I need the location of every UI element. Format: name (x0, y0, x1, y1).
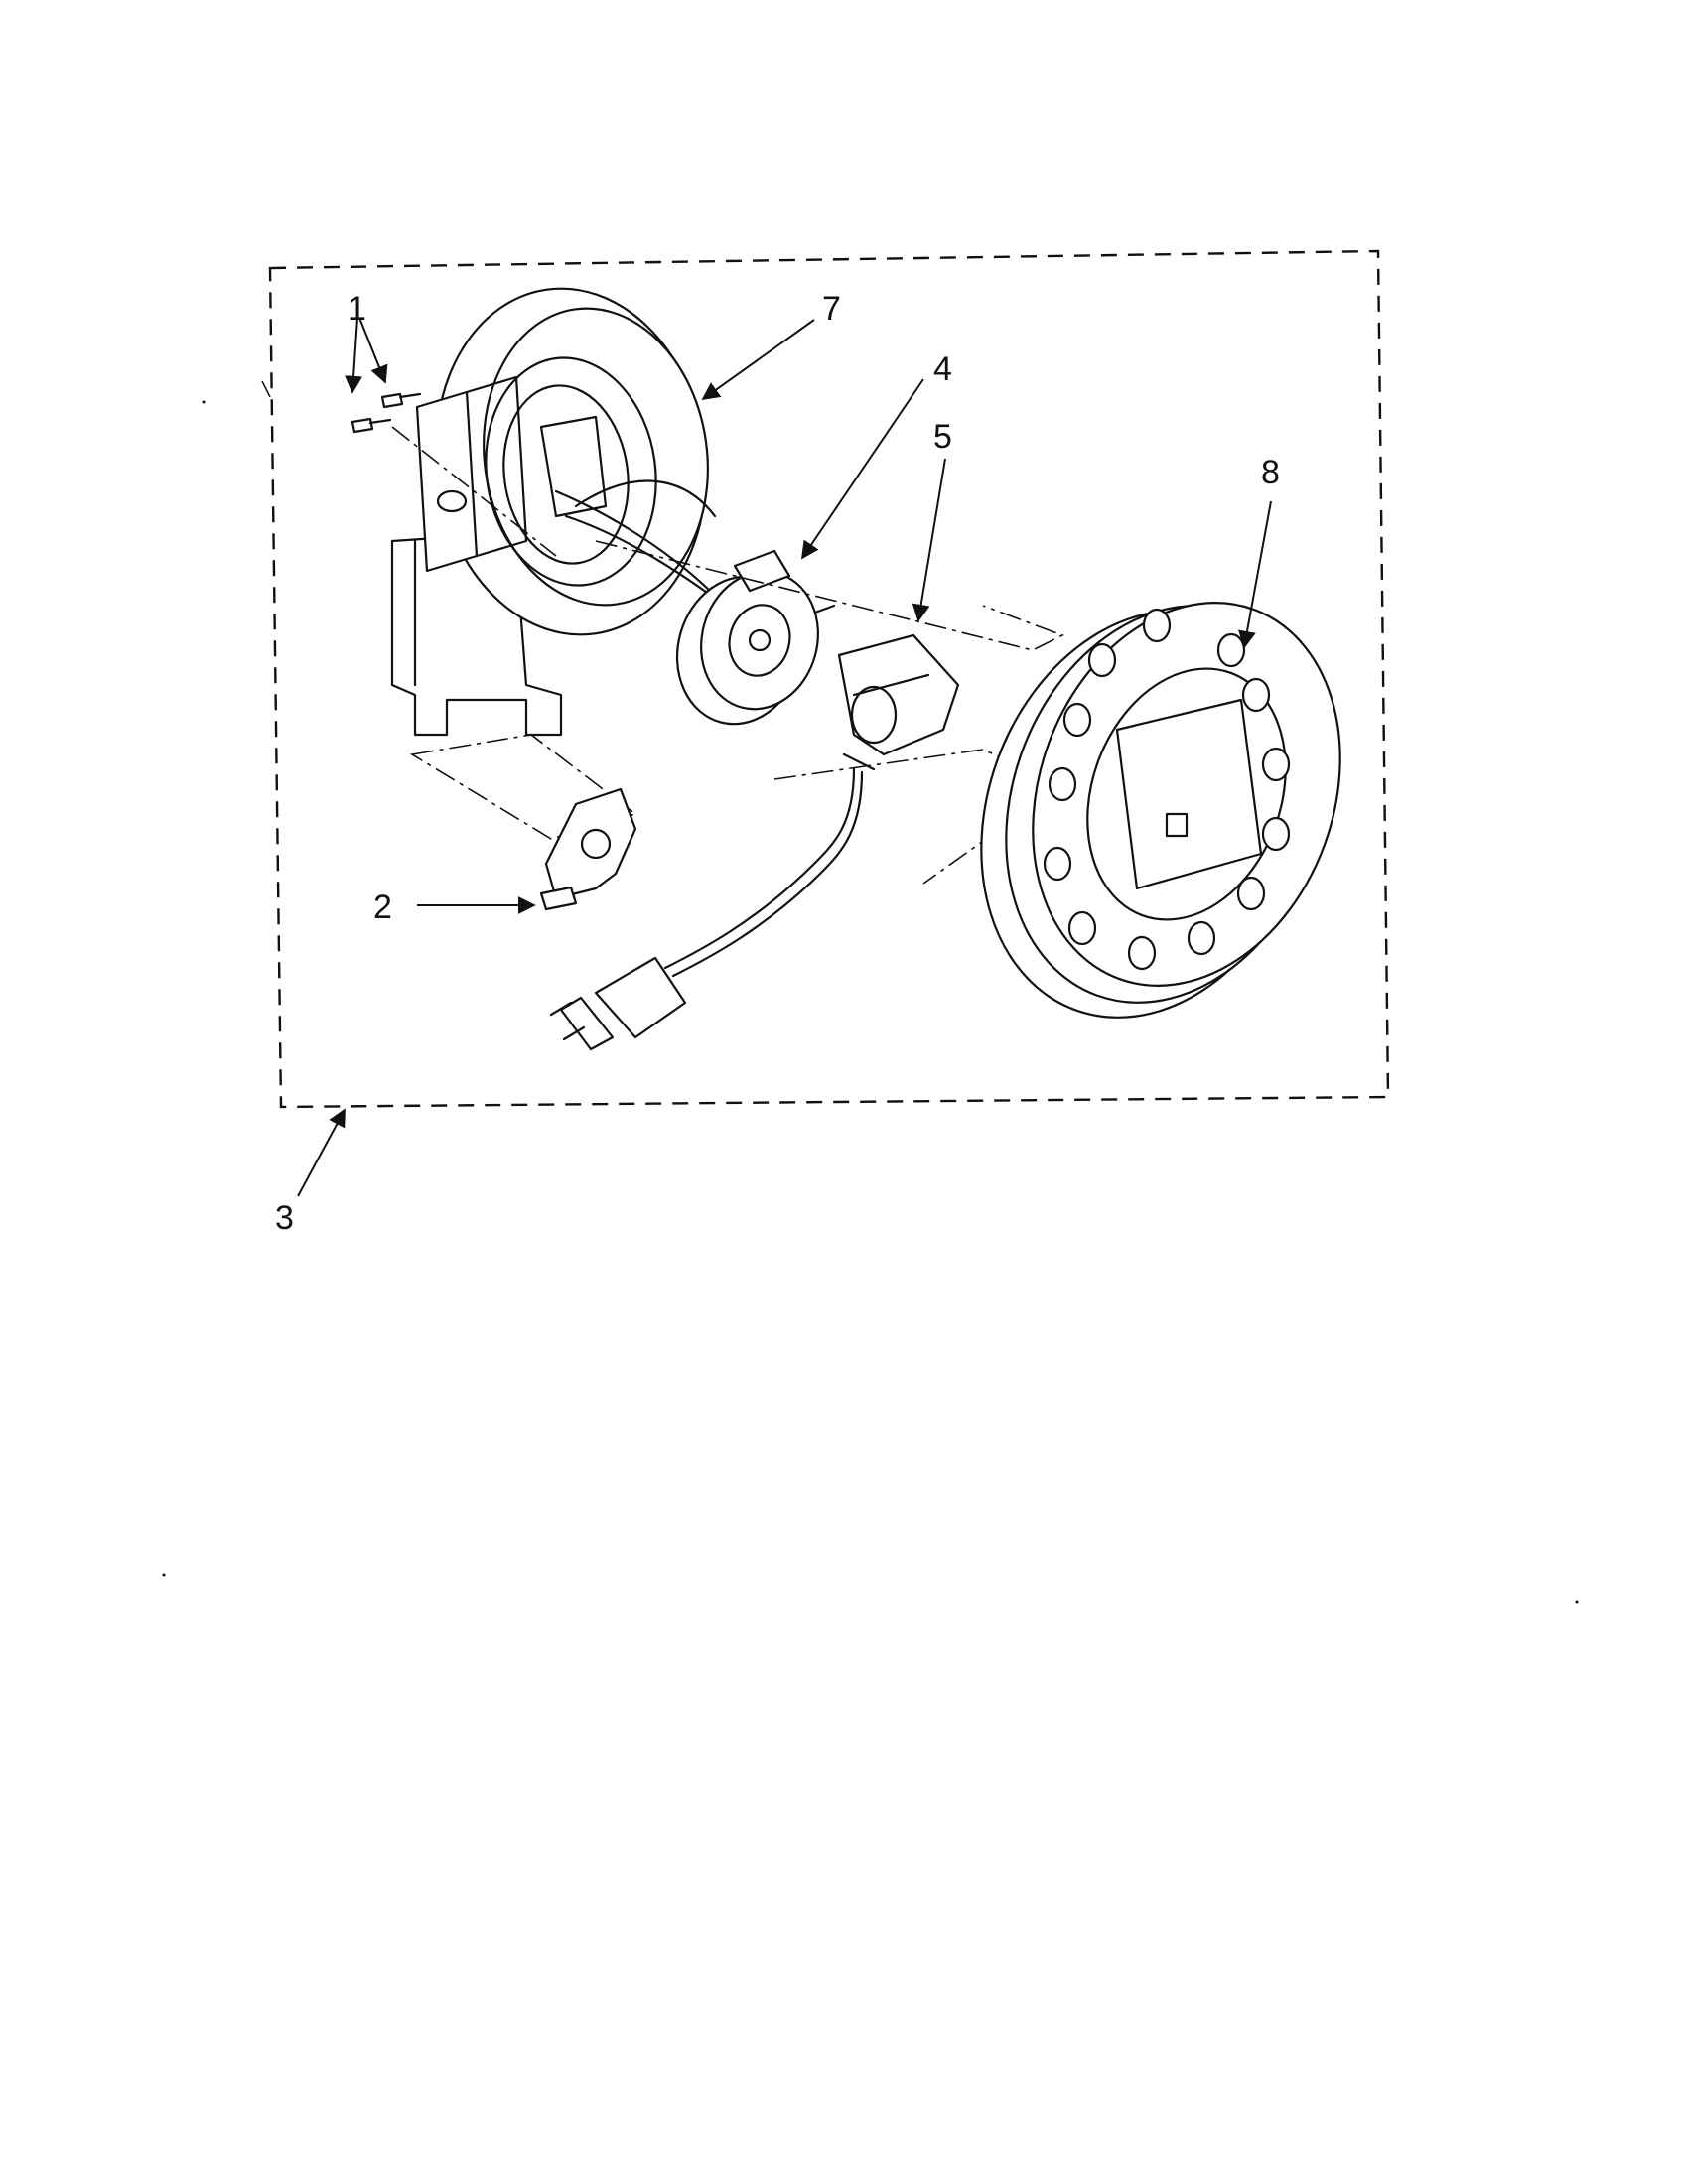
leader-screws-b (358, 317, 388, 384)
leader-contact-housing (912, 458, 946, 622)
scan-mark (261, 380, 271, 398)
leader-assembly (297, 1108, 346, 1197)
power-cord (549, 767, 864, 1051)
callout-reel: 8 (1261, 454, 1280, 491)
assembly-centerline (595, 540, 1064, 651)
leader-slip-ring (800, 378, 924, 560)
callout-housing: 7 (822, 290, 841, 328)
assembly-centerline (409, 734, 637, 840)
leader-screws-a (345, 317, 363, 394)
callout-latch: 2 (373, 888, 392, 926)
reel-holes (1043, 608, 1291, 971)
slip-ring (675, 549, 819, 726)
scan-mark (202, 400, 206, 404)
scan-mark (162, 1573, 166, 1577)
scan-mark (1575, 1600, 1579, 1604)
callout-assembly: 3 (275, 1199, 294, 1237)
leader-reel (1238, 500, 1272, 649)
cord-reel (980, 602, 1341, 1019)
latch (539, 787, 637, 911)
callout-contact-housing: 5 (933, 418, 952, 456)
cord-reel-housing (390, 287, 836, 737)
leader-housing (701, 319, 815, 401)
callout-slip-ring: 4 (933, 350, 952, 388)
contact-housing (837, 633, 960, 771)
assembly-boundary (268, 249, 1390, 1109)
callout-screws: 1 (348, 290, 366, 328)
screw-pair (351, 392, 557, 557)
